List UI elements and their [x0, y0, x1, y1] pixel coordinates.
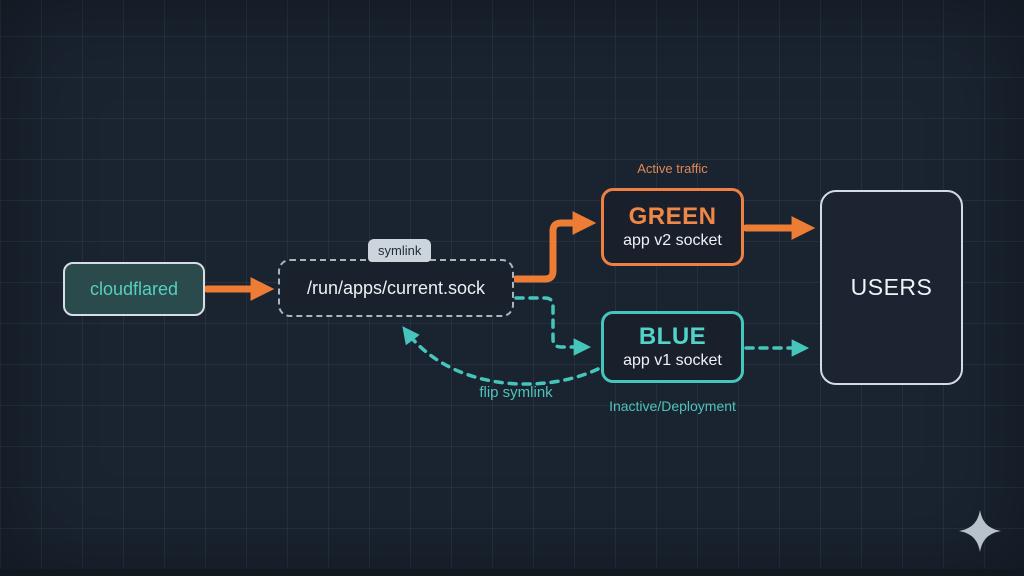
symlink-badge-label: symlink: [378, 243, 422, 258]
edge-socket-to-blue: [514, 296, 592, 356]
letterbox-bottom: [0, 569, 1024, 576]
node-users-label: USERS: [850, 274, 933, 300]
node-symlink-socket-label: /run/apps/current.sock: [306, 277, 486, 298]
node-users: USERS: [820, 190, 963, 385]
sparkle-icon: [959, 510, 1001, 552]
node-blue-subtitle: app v1 socket: [623, 351, 722, 369]
active-traffic-label: Active traffic: [637, 161, 708, 176]
symlink-badge: symlink: [368, 239, 432, 262]
node-symlink-socket: /run/apps/current.sock: [278, 259, 514, 317]
node-green: GREEN app v2 socket: [601, 188, 744, 266]
flip-symlink-label: flip symlink: [479, 384, 553, 401]
node-blue: BLUE app v1 socket: [601, 311, 744, 383]
inactive-deployment-label: Inactive/Deployment: [609, 398, 736, 414]
edge-flip-symlink: [402, 326, 600, 386]
node-green-title: GREEN: [628, 203, 717, 231]
node-green-subtitle: app v2 socket: [623, 231, 722, 249]
node-blue-title: BLUE: [638, 323, 707, 351]
node-cloudflared-label: cloudflared: [89, 278, 179, 299]
edge-socket-to-green: [512, 211, 597, 283]
node-cloudflared: cloudflared: [63, 262, 205, 316]
